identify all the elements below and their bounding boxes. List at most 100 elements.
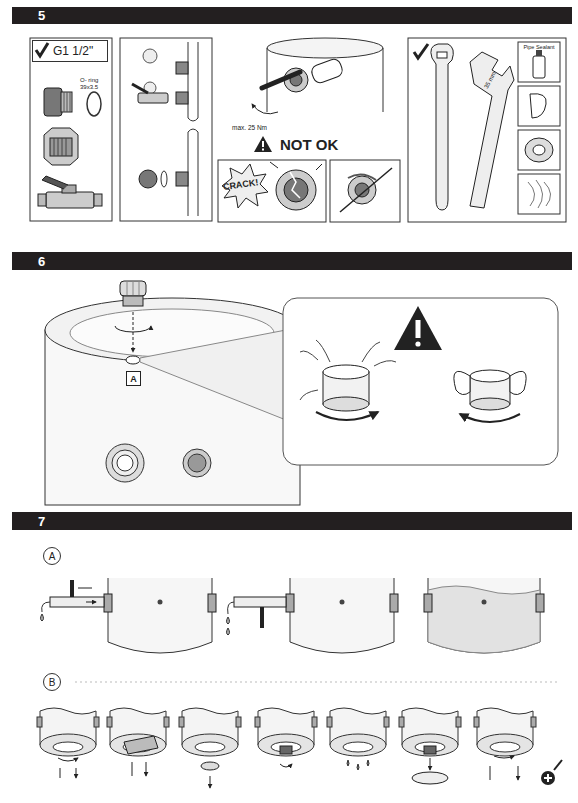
warning-callout-part (460, 414, 520, 422)
node-text: 6 (38, 254, 45, 269)
warning-callout-part (416, 320, 421, 338)
warning-callout-part (316, 412, 378, 420)
warning-callout-part (300, 340, 396, 400)
assembly-panel-part (176, 92, 188, 104)
tank-top-view-part (106, 444, 144, 482)
anode-steps-part (412, 772, 448, 784)
fittings-panel-part (38, 194, 46, 206)
node-text: 5 (38, 8, 45, 23)
drain-scene-2-part (390, 594, 398, 612)
assembly-panel-part (188, 42, 198, 118)
fittings-panel-part (42, 176, 68, 189)
fittings-panel-part (54, 138, 66, 156)
tank-top-view-part (123, 296, 143, 306)
step-letter-circle: B (43, 673, 61, 691)
anode-steps-part (347, 760, 369, 770)
anode-steps-part (179, 708, 241, 756)
drain-scene-1-part (104, 594, 112, 612)
drain-scene-2-part (286, 594, 294, 612)
anode-steps-part (424, 746, 436, 754)
section-band: 6 (12, 252, 572, 270)
size-tag: G1 1/2" (32, 40, 108, 62)
drain-scene-2-part (228, 602, 234, 614)
drain-scene-2-part (227, 617, 230, 635)
anode-steps-part (280, 746, 292, 754)
drain-scene-3 (424, 578, 544, 653)
warning-callout-part (283, 298, 558, 465)
anode-steps-part (430, 758, 431, 770)
sealant-box: Pipe Sealant (518, 42, 560, 82)
anode-steps-part (494, 756, 514, 758)
anode-steps-part (327, 708, 389, 756)
tools-panel-part (528, 180, 551, 208)
anode-steps-part (58, 758, 78, 761)
assembly-panel-part (161, 171, 167, 187)
drain-scene-1-part (42, 602, 50, 612)
crack-panel-part (276, 170, 316, 210)
crack-panel-part (270, 162, 322, 170)
tools-panel-part (518, 86, 560, 126)
tank-top-view (45, 281, 300, 505)
anode-steps-part (255, 708, 317, 756)
node-text: 7 (38, 514, 45, 529)
drain-scene-2-part (290, 578, 394, 653)
tools-panel-part (408, 38, 566, 222)
section-band: 7 (12, 512, 572, 530)
wrong-sealing-panel-part (340, 168, 392, 212)
fittings-panel-part (61, 92, 72, 112)
fittings-panel-part (94, 194, 102, 206)
warning-sign-part (262, 149, 264, 151)
drain-scene-3-part (482, 600, 487, 605)
fittings-panel-part (44, 128, 78, 165)
wrong-sealing-panel-part (348, 176, 376, 204)
node-text: A (130, 374, 137, 384)
drain-scene-3-part (424, 594, 432, 612)
anode-steps-part (107, 708, 169, 756)
drain-scene-2-part (260, 607, 264, 628)
anode-steps-part (201, 762, 219, 770)
drain-scene-2-part (234, 597, 286, 607)
warning-sign-part (262, 141, 264, 147)
tank-top-view-part (117, 455, 133, 471)
tools-panel-part (518, 130, 560, 170)
step-letter-circle: A (43, 547, 61, 565)
tank-top-view-part (188, 454, 206, 472)
warning-callout-part (454, 371, 526, 394)
node-text: A (49, 551, 56, 562)
tank-top-view-part (140, 330, 286, 420)
anode-steps-part (554, 760, 562, 770)
assembly-panel-part (143, 49, 157, 63)
drain-scene-1-part (70, 580, 74, 597)
tightening-scene-part (252, 104, 278, 114)
anode-steps-part (280, 764, 292, 767)
tools-panel-part (536, 50, 542, 56)
tools-panel-part (431, 44, 453, 210)
wrong-sealing-panel-part (348, 174, 376, 180)
tightening-scene (252, 38, 383, 114)
crack-panel-part (290, 172, 300, 198)
fittings-panel-part (50, 138, 72, 156)
wrong-sealing-panel (330, 160, 400, 222)
fittings-panel-part (44, 88, 62, 116)
assembly-panel-part (176, 172, 188, 186)
tightening-scene-part (310, 57, 344, 84)
tank-top-view-part (126, 356, 140, 364)
tightening-scene-part (267, 38, 383, 58)
drain-scene-3-part (428, 578, 540, 653)
drain-scene-2-part (340, 600, 345, 605)
assembly-panel-part (139, 170, 157, 188)
wrong-sealing-panel-part (330, 160, 400, 222)
fittings-panel-part (87, 92, 101, 116)
part-letter-box: A (126, 371, 141, 386)
node-text: Pipe Sealant (523, 44, 554, 50)
assembly-panel-part (138, 93, 168, 103)
node-text: G1 1/2" (53, 44, 93, 58)
tools-panel-part (414, 44, 428, 58)
assembly-panel (120, 38, 212, 221)
warning-text: NOT OK (280, 137, 360, 154)
assembly-panel-part (188, 118, 198, 121)
assembly-panel-part (132, 84, 148, 93)
divider (75, 682, 560, 683)
fittings-panel-part (36, 43, 48, 56)
crack-panel-part (222, 164, 268, 208)
